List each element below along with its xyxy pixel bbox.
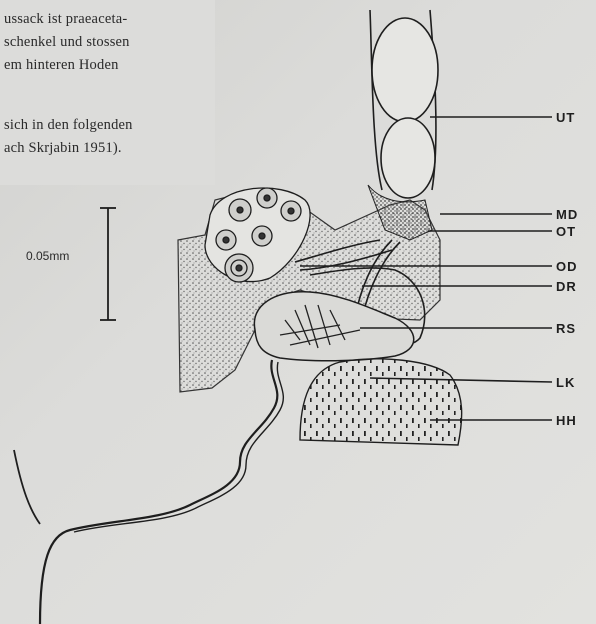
- uterus-outline: [370, 10, 438, 198]
- label-ot: OT: [556, 224, 576, 239]
- label-hh: HH: [556, 413, 577, 428]
- scale-bar-label: 0.05mm: [26, 249, 69, 263]
- label-md: MD: [556, 207, 578, 222]
- laurer-canal: [40, 360, 277, 624]
- label-lk: LK: [556, 375, 575, 390]
- testis: [300, 359, 462, 445]
- scale-bar: [100, 208, 116, 320]
- label-od: OD: [556, 259, 578, 274]
- label-rs: RS: [556, 321, 576, 336]
- label-ut: UT: [556, 110, 575, 125]
- label-dr: DR: [556, 279, 577, 294]
